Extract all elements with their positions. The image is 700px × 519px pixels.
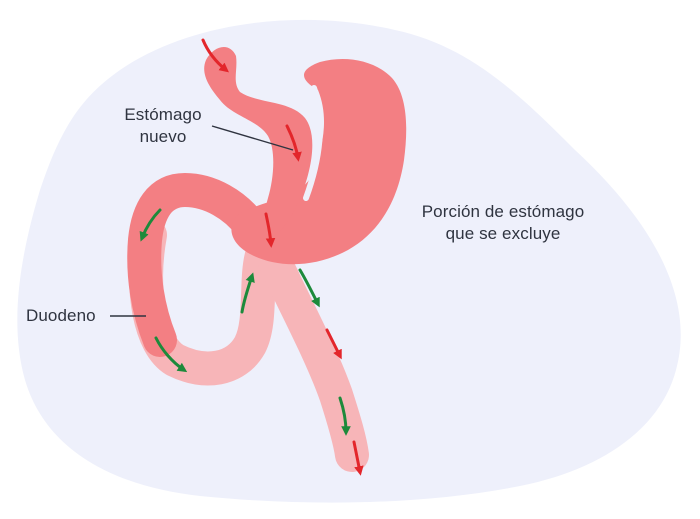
label-excluded-stomach: Porción de estómago que se excluye (398, 201, 608, 245)
juice-arrow (240, 272, 255, 314)
label-excluded-line2: que se excluye (445, 224, 561, 243)
label-new-stomach-line2: nuevo (139, 127, 187, 146)
juice-arrow (298, 268, 320, 308)
food-arrow (285, 124, 302, 162)
duodenum-upper (127, 172, 267, 357)
leader-line-new-stomach (211, 125, 294, 151)
juice-arrow (154, 336, 188, 373)
label-new-stomach-line1: Estómago (124, 105, 202, 124)
juice-flow-arrows (139, 208, 351, 436)
label-duodenum: Duodeno (26, 306, 96, 325)
food-arrow (201, 38, 229, 73)
staple-gap (303, 85, 323, 201)
food-arrow (325, 328, 342, 360)
food-arrow (264, 212, 276, 248)
label-excluded-line1: Porción de estómago (421, 202, 585, 221)
juice-arrow (139, 208, 162, 242)
juice-arrow (338, 396, 351, 436)
new-stomach-pouch (204, 46, 313, 238)
food-flow-arrows (201, 38, 364, 476)
label-new-stomach: Estómago nuevo (108, 104, 218, 148)
food-arrow (352, 440, 364, 476)
background-shape (17, 19, 681, 503)
